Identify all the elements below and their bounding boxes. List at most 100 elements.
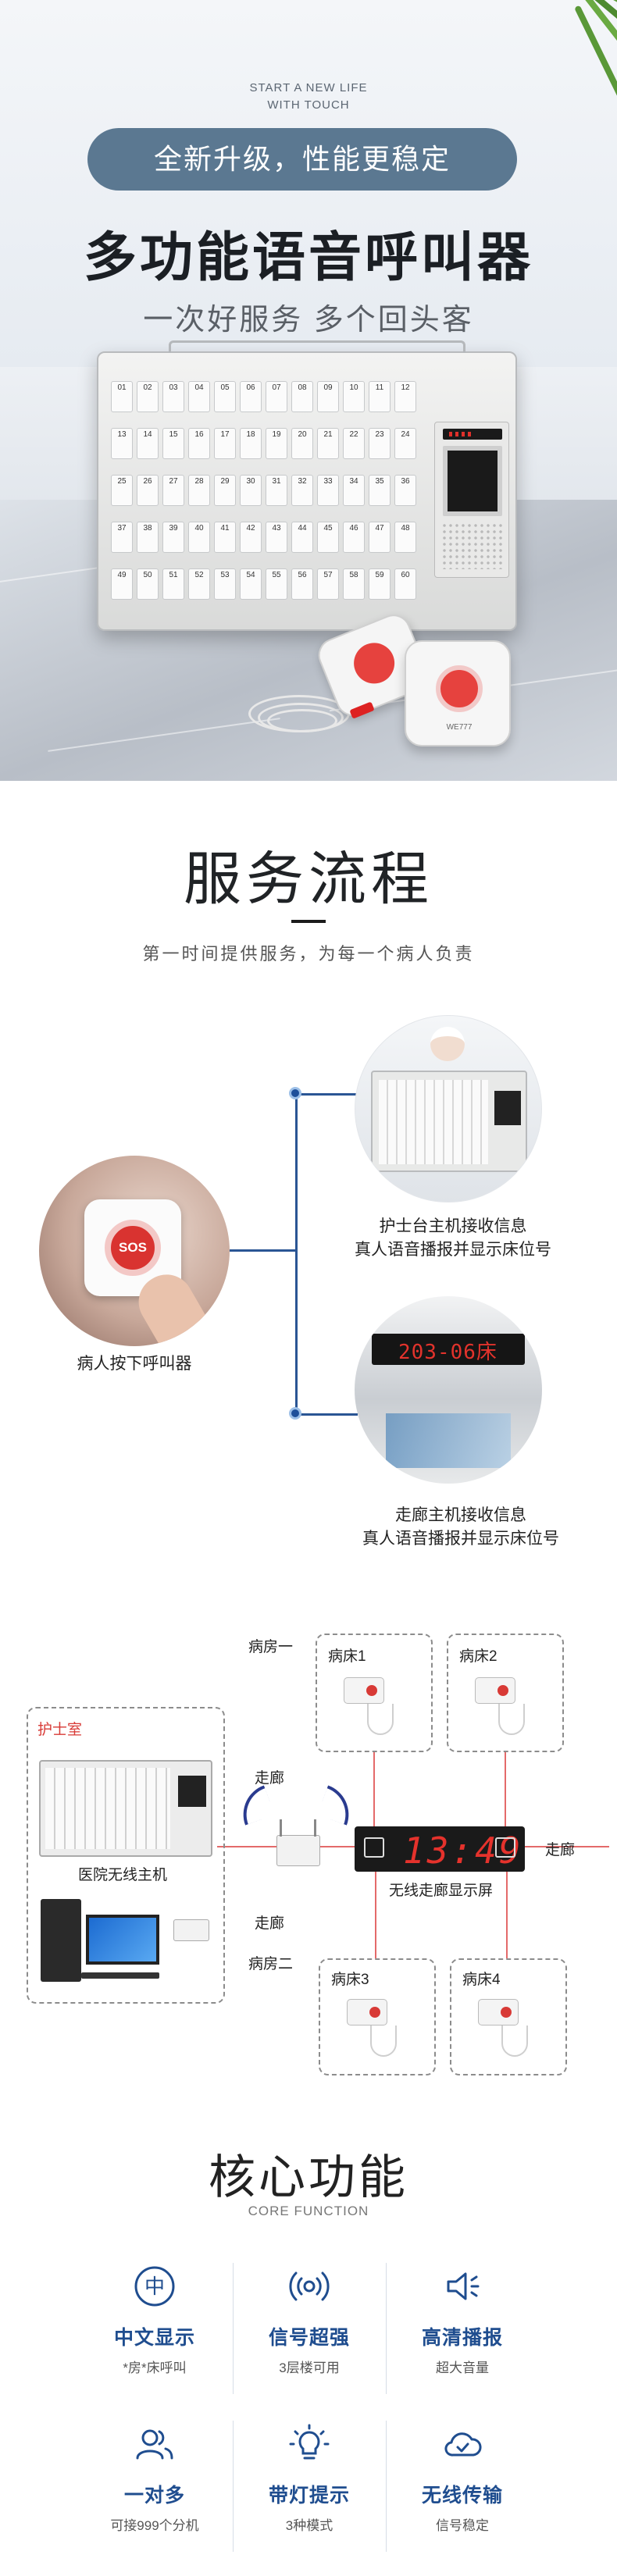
bed-slot: 31: [266, 475, 287, 506]
bed-slot: 47: [369, 522, 391, 553]
service-subtitle: 第一时间提供服务，为每一个病人负责: [142, 944, 475, 964]
bed-three-label: 病床3: [331, 1972, 369, 1988]
feature-desc: 3种模式: [285, 2518, 333, 2533]
bed-call-button-icon: [475, 1677, 515, 1704]
corridor-display-text: 203-06床: [398, 1341, 498, 1364]
flow-connector: [230, 1249, 297, 1252]
divider: [233, 2263, 234, 2394]
flow-connector: [295, 1413, 358, 1416]
users-icon: [133, 2422, 177, 2466]
bed-slot: 37: [111, 522, 133, 553]
bed-two-label: 病床2: [459, 1648, 498, 1665]
bed-slot: 14: [137, 428, 159, 459]
antenna: [169, 340, 465, 353]
signal-icon: [287, 2264, 331, 2308]
feature-name: 信号超强: [268, 2327, 350, 2349]
bed-slot: 43: [266, 522, 287, 553]
nurse-figure: [430, 1027, 465, 1061]
bed-slot: 53: [214, 568, 236, 600]
svg-text:中: 中: [144, 2275, 165, 2299]
caption-line: 真人语音播报并显示床位号: [355, 1241, 551, 1259]
bed-slot: 60: [394, 568, 416, 600]
bed-slot: 30: [240, 475, 262, 506]
bed-one-label: 病床1: [328, 1648, 366, 1665]
bed-slot: 38: [137, 522, 159, 553]
ward-two-label: 病房二: [248, 1956, 294, 1972]
bell-icon: [348, 636, 401, 690]
wall-call-button: WE777: [405, 640, 511, 746]
bed-call-button-icon: [347, 1999, 387, 2026]
speaker-icon: [440, 2264, 484, 2308]
bed-slot: 24: [394, 428, 416, 459]
feature-name: 无线传输: [421, 2485, 503, 2507]
nurse-caption: 护士台主机接收信息 真人语音播报并显示床位号: [336, 1215, 570, 1262]
bed-slot: 12: [394, 381, 416, 412]
monitor-icon: [86, 1915, 159, 1965]
patient-caption: 病人按下呼叫器: [77, 1355, 192, 1373]
feature-name: 一对多: [123, 2485, 185, 2507]
feature-item: 高清播报 超大音量: [386, 2264, 539, 2376]
divider: [233, 2421, 234, 2552]
pc-tower-icon: [41, 1899, 81, 1982]
bed-slot: 22: [343, 428, 365, 459]
corridor-label: 走廊: [255, 1915, 285, 1932]
sos-button-icon: SOS: [105, 1220, 161, 1276]
bed-slot: 54: [240, 568, 262, 600]
wifi-wave-icon: [317, 1785, 358, 1826]
feature-desc: 超大音量: [436, 2360, 489, 2375]
feature-name: 中文显示: [113, 2327, 195, 2349]
bed-slot: 28: [188, 475, 210, 506]
divider: [386, 2421, 387, 2552]
screen-logo-icon: [495, 1837, 515, 1858]
keyboard-icon: [81, 1972, 159, 1979]
bed-slot: 03: [162, 381, 184, 412]
bed-slot: 33: [317, 475, 339, 506]
core-title: 核心功能: [209, 2151, 408, 2204]
feature-name: 带灯提示: [268, 2485, 350, 2507]
bed-three-box: [319, 1958, 436, 2075]
bed-slot: 07: [266, 381, 287, 412]
call-device-photo: SOS: [84, 1199, 181, 1296]
bed-slot: 52: [188, 568, 210, 600]
ward-one-label: 病房一: [248, 1639, 294, 1655]
bed-slot: 20: [291, 428, 313, 459]
patient-photo: SOS: [39, 1156, 230, 1346]
caption-line: 护士台主机接收信息: [379, 1217, 527, 1235]
bed-four-label: 病床4: [462, 1972, 501, 1988]
upgrade-badge: 全新升级，性能更稳定: [87, 128, 517, 191]
bed-slot: 23: [369, 428, 391, 459]
corridor-label: 走廊: [545, 1842, 576, 1858]
bed-four-box: [450, 1958, 567, 2075]
bed-call-button-icon: [344, 1677, 384, 1704]
slogan-text: 一次好服务 多个回头客: [143, 304, 474, 337]
bed-slot: 26: [137, 475, 159, 506]
bed-slot: 09: [317, 381, 339, 412]
coiled-cord: [267, 709, 337, 732]
speaker-grille: [441, 522, 504, 569]
bed-slot: 58: [343, 568, 365, 600]
screen-time: 13:49: [403, 1830, 523, 1872]
bed-slot: 27: [162, 475, 184, 506]
bed-slot: 13: [111, 428, 133, 459]
product-title: 多功能语音呼叫器: [83, 228, 533, 287]
bed-slot: 06: [240, 381, 262, 412]
bed-slot: 56: [291, 568, 313, 600]
bed-slot: 40: [188, 522, 210, 553]
bed-slot: 39: [162, 522, 184, 553]
feature-name: 高清播报: [421, 2327, 503, 2349]
bed-slot: 29: [214, 475, 236, 506]
corridor-label: 走廊: [255, 1770, 285, 1787]
bed-slot: 55: [266, 568, 287, 600]
bed-slot: 02: [137, 381, 159, 412]
hero-banner: START A NEW LIFE WITH TOUCH 全新升级，性能更稳定 多…: [0, 0, 617, 781]
wire: [525, 1846, 609, 1847]
host-device-photo: [371, 1071, 527, 1172]
bed-slot: 05: [214, 381, 236, 412]
wire: [505, 1752, 506, 1826]
bed-slot: 46: [343, 522, 365, 553]
flow-node: [289, 1407, 301, 1420]
cord-icon: [370, 2026, 397, 2057]
cord-icon: [367, 1704, 394, 1735]
host-label: 医院无线主机: [78, 1867, 168, 1883]
